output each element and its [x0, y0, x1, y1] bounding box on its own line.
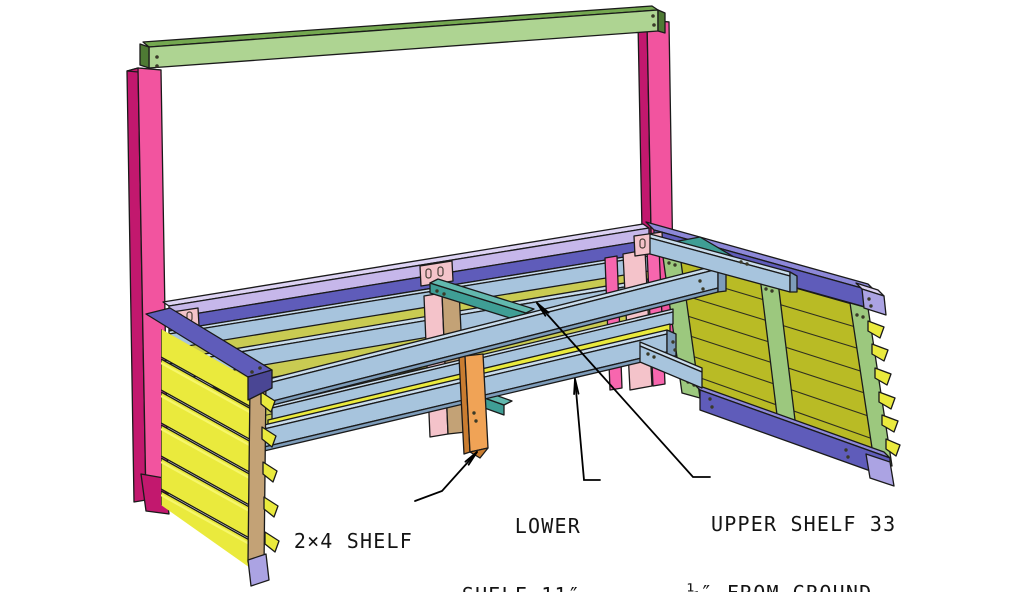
arrowhead [464, 451, 478, 466]
screw [472, 411, 476, 415]
screw [869, 304, 873, 308]
screw [867, 297, 871, 301]
screw [701, 287, 705, 291]
top-beam [139, 5, 666, 69]
screw [667, 261, 671, 265]
screw [646, 352, 650, 356]
label-lower-shelf: LOWER SHELF 11″ FROM GROUND [462, 514, 581, 592]
screw [698, 279, 702, 283]
screw [844, 448, 848, 452]
screw [651, 14, 655, 18]
screw [770, 289, 774, 293]
screw [652, 355, 656, 359]
screw [442, 292, 446, 296]
screw [155, 64, 159, 68]
pocket-hole [437, 266, 444, 277]
label-upper-shelf: UPPER SHELF 33 ½″ FROM GROUND [687, 512, 897, 592]
wing-foot-block [865, 453, 895, 487]
pocket-hole [425, 268, 432, 279]
leader-lines [414, 302, 711, 502]
screw [673, 348, 677, 352]
upper-shelf-corner [649, 233, 798, 293]
cross-brace-upper [429, 278, 535, 324]
screw [861, 315, 865, 319]
label-post-support: 2×4 SHELF SUPPORT POST 32″ IN LENGTH [293, 529, 413, 553]
leader-lower-shelf [574, 378, 601, 481]
pocket-hole [639, 238, 646, 249]
screw [155, 55, 159, 59]
panel-foot-block [247, 553, 270, 587]
wing-cap-block [861, 288, 887, 316]
panel-top-cap [145, 307, 273, 401]
shelf-support-post [458, 353, 489, 459]
screw [250, 370, 254, 374]
screw [855, 313, 859, 317]
screw [673, 263, 677, 267]
left-post [126, 67, 170, 515]
left-side-panel [145, 307, 280, 587]
screw [258, 366, 262, 370]
screw [764, 287, 768, 291]
screw [846, 455, 850, 459]
arrowhead [573, 378, 580, 395]
wing-bottom-rail [693, 383, 895, 487]
screw [652, 23, 656, 27]
leader-upper-shelf [536, 302, 711, 478]
screw [739, 260, 743, 264]
screw [745, 262, 749, 266]
screw [474, 419, 478, 423]
arrowhead [536, 302, 550, 317]
screw [435, 289, 439, 293]
panel-slat-ends [260, 391, 280, 553]
screw [710, 405, 714, 409]
leader-post-support [414, 451, 478, 502]
screw [671, 340, 675, 344]
screw [708, 397, 712, 401]
wing-slat-ends [867, 320, 901, 457]
